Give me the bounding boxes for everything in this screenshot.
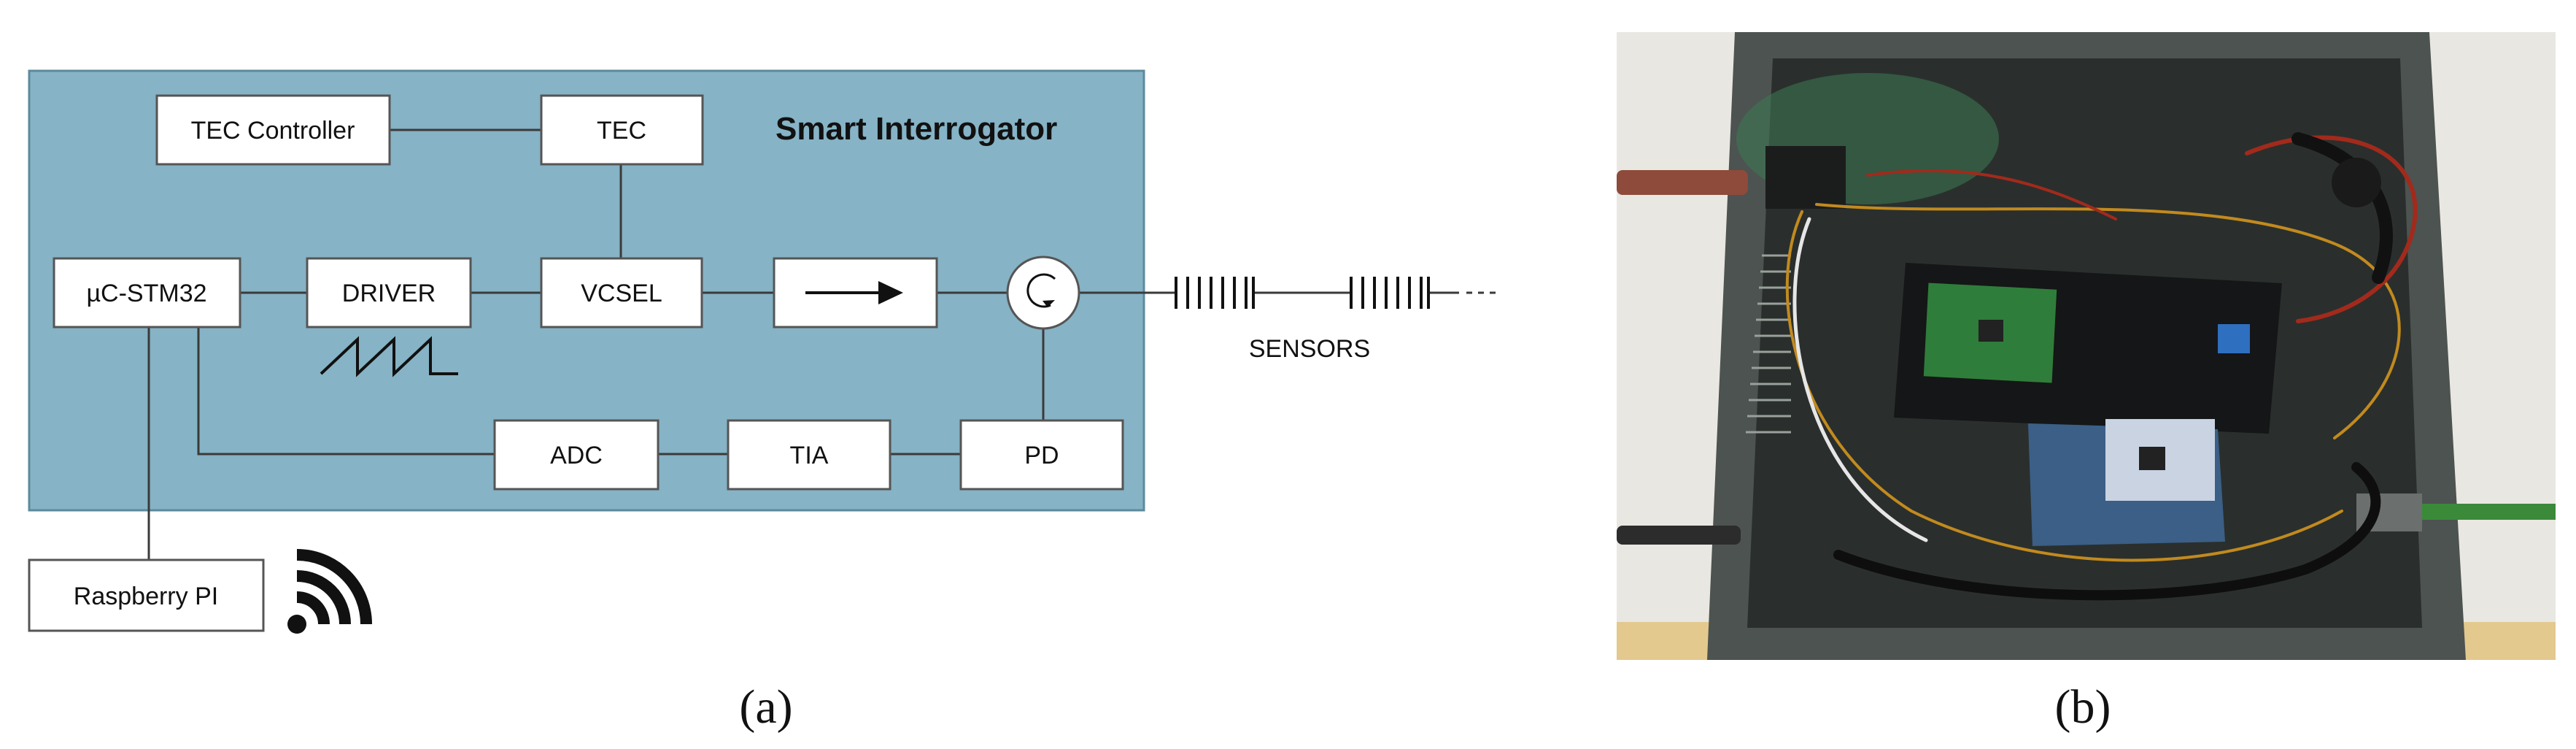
block-uc-stm32: µC-STM32	[53, 257, 241, 329]
pcb-chip	[1979, 320, 2003, 342]
vent-grille	[1746, 254, 1791, 434]
fiber-connector-right	[2407, 504, 2556, 520]
power-cable-left	[1617, 526, 1741, 545]
block-driver: DRIVER	[306, 257, 472, 329]
usb-cable-left	[1617, 170, 1748, 195]
block-tia: TIA	[727, 419, 891, 491]
panel-b-hardware-photo: (b)	[1617, 32, 2556, 734]
block-uc-stm32-label: µC-STM32	[86, 280, 206, 307]
block-tec-controller-label: TEC Controller	[191, 117, 355, 145]
block-adc-label: ADC	[550, 442, 603, 469]
block-driver-label: DRIVER	[342, 280, 436, 307]
block-raspberry-pi-label: Raspberry PI	[74, 583, 218, 610]
block-isolator	[773, 257, 938, 329]
lower-pcb-chip	[2139, 447, 2165, 470]
block-raspberry-pi: Raspberry PI	[28, 558, 265, 632]
sawtooth-ramp-icon	[320, 336, 458, 377]
block-tia-label: TIA	[790, 442, 829, 469]
panel-a-label: (a)	[739, 680, 792, 734]
block-tec-label: TEC	[597, 117, 646, 145]
block-pd-label: PD	[1024, 442, 1059, 469]
panel-a-block-diagram: Smart Interrogator TEC Controller	[28, 69, 1496, 734]
wireless-signal-icon	[287, 549, 372, 634]
dc-jack-top	[2332, 158, 2381, 207]
connection-lines	[147, 128, 1459, 560]
fbg-sensor-2-icon	[1350, 277, 1430, 309]
block-adc: ADC	[493, 419, 660, 491]
smart-interrogator-title: Smart Interrogator	[775, 111, 1057, 147]
panel-b-label: (b)	[2055, 680, 2111, 734]
sensors-label: SENSORS	[1249, 335, 1370, 363]
fbg-sensor-1-icon	[1175, 277, 1255, 309]
usb-connector	[1765, 146, 1846, 209]
block-vcsel: VCSEL	[540, 257, 703, 329]
block-tec-controller: TEC Controller	[155, 94, 391, 166]
circulator-icon	[1006, 256, 1080, 330]
terminal-block-1	[2218, 324, 2250, 353]
isolator-arrow-icon	[878, 281, 903, 304]
block-tec: TEC	[540, 94, 704, 166]
line-adc-uc	[197, 327, 495, 456]
cable-bundle	[1785, 132, 2418, 601]
block-pd: PD	[959, 419, 1124, 491]
block-vcsel-label: VCSEL	[581, 280, 662, 307]
